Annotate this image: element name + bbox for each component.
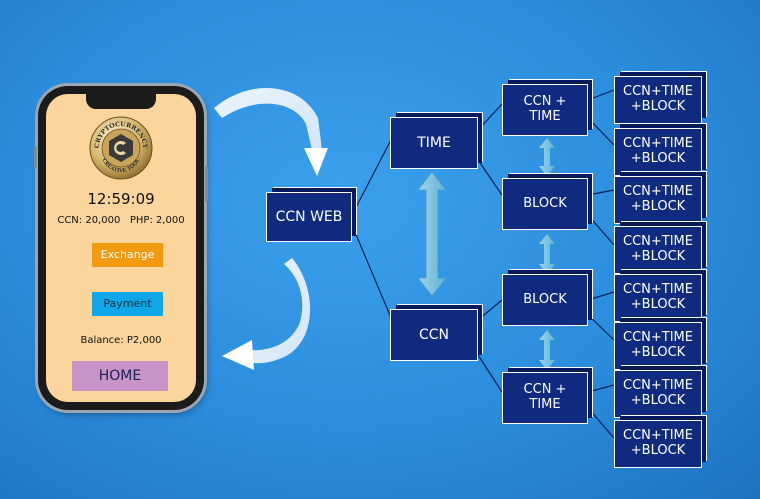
- payment-button[interactable]: Payment: [92, 292, 163, 316]
- leaf-ccn-time-block: CCN+TIME +BLOCK: [614, 420, 702, 468]
- tree-lines: [351, 89, 615, 439]
- node-time: TIME: [390, 117, 478, 169]
- node-ccn-web: CCN WEB: [266, 192, 352, 242]
- phone-mockup: CRYPTOCURRENCY CREATIVE TOOL 12:59:09 CC…: [34, 86, 208, 410]
- leaf-ccn-time-block: CCN+TIME +BLOCK: [614, 370, 702, 418]
- leaf-ccn-time-block: CCN+TIME +BLOCK: [614, 128, 702, 176]
- node-ccn: CCN: [390, 309, 478, 361]
- leaf-ccn-time-block: CCN+TIME +BLOCK: [614, 274, 702, 322]
- node-ccn-time-bottom: CCN + TIME: [502, 372, 588, 424]
- exchange-button[interactable]: Exchange: [92, 243, 163, 267]
- phone-notch: [86, 94, 156, 109]
- cryptocurrency-coin-logo: CRYPTOCURRENCY CREATIVE TOOL: [89, 116, 153, 180]
- php-balance: PHP: 2,000: [129, 215, 185, 226]
- leaf-ccn-time-block: CCN+TIME +BLOCK: [614, 322, 702, 370]
- node-block-lower: BLOCK: [502, 274, 588, 326]
- double-arrow-block1-block2: [539, 234, 555, 274]
- leaf-ccn-time-block: CCN+TIME +BLOCK: [614, 226, 702, 274]
- curved-arrow-to-web: [214, 87, 328, 176]
- double-arrow-block1-top: [539, 138, 555, 176]
- currency-balances: CCN: 20,000 PHP: 2,000: [46, 215, 196, 226]
- leaf-ccn-time-block: CCN+TIME +BLOCK: [614, 176, 702, 224]
- volume-button: [34, 146, 37, 168]
- clock-time: 12:59:09: [87, 190, 155, 208]
- leaf-ccn-time-block: CCN+TIME +BLOCK: [614, 76, 702, 124]
- ccn-balance: CCN: 20,000: [57, 215, 121, 226]
- node-block-upper: BLOCK: [502, 178, 588, 230]
- double-arrow-time-ccn: [417, 171, 447, 297]
- balance-label: Balance: P2,000: [80, 335, 162, 346]
- curved-arrow-to-phone: [222, 258, 311, 370]
- phone-screen: CRYPTOCURRENCY CREATIVE TOOL 12:59:09 CC…: [46, 94, 196, 402]
- power-button: [205, 166, 208, 202]
- home-button[interactable]: HOME: [72, 361, 168, 391]
- node-ccn-time-top: CCN + TIME: [502, 84, 588, 136]
- double-arrow-block2-bottom: [539, 330, 555, 370]
